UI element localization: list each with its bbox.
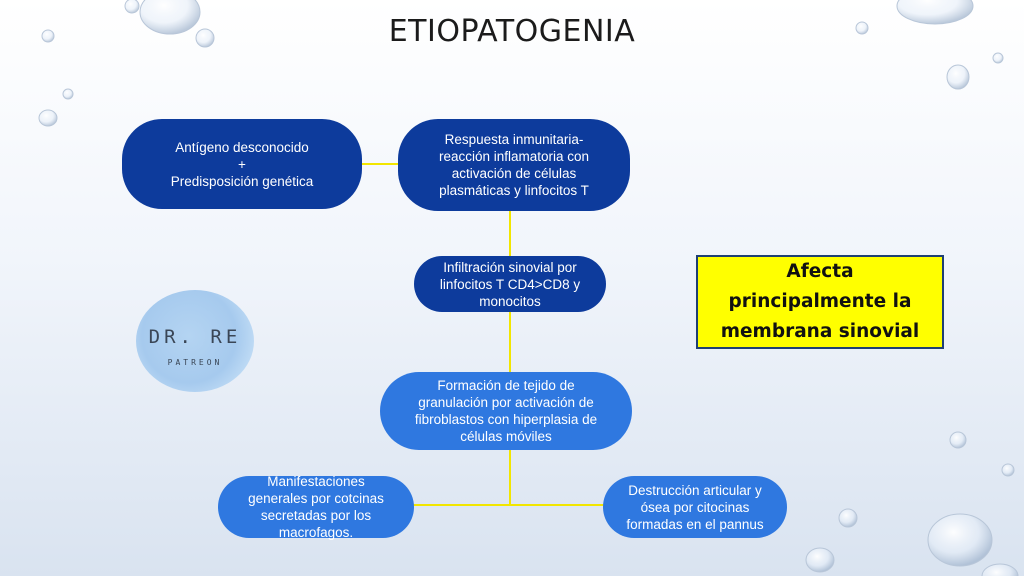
node-infiltration: Infiltración sinovial por linfocitos T C… <box>414 256 606 312</box>
logo-main-text: DR. RE <box>148 326 242 348</box>
logo-sub-text: PATREON <box>167 358 223 367</box>
node-immune-response: Respuesta inmunitaria- reacción inflamat… <box>398 119 630 211</box>
node-granulation: Formación de tejido de granulación por a… <box>380 372 632 450</box>
node-manifestations-text: Manifestaciones generales por cotcinas s… <box>248 474 384 540</box>
node-destruction: Destrucción articular y ósea por citocin… <box>603 476 787 538</box>
node-antigen-text: Antígeno desconocido + Predisposición ge… <box>170 139 314 189</box>
node-antigen: Antígeno desconocido + Predisposición ge… <box>122 119 362 209</box>
logo: DR. RE PATREON <box>136 290 254 392</box>
callout-text: Afecta principalmente la membrana sinovi… <box>720 261 920 342</box>
node-immune-response-text: Respuesta inmunitaria- reacción inflamat… <box>438 132 590 198</box>
node-destruction-text: Destrucción articular y ósea por citocin… <box>626 482 764 532</box>
node-granulation-text: Formación de tejido de granulación por a… <box>414 378 598 444</box>
node-manifestations: Manifestaciones generales por cotcinas s… <box>218 474 414 540</box>
node-infiltration-text: Infiltración sinovial por linfocitos T C… <box>439 259 581 309</box>
slide-title: ETIOPATOGENIA <box>388 14 636 49</box>
drop-icon <box>38 0 1019 576</box>
callout-box: Afecta principalmente la membrana sinovi… <box>696 255 944 349</box>
